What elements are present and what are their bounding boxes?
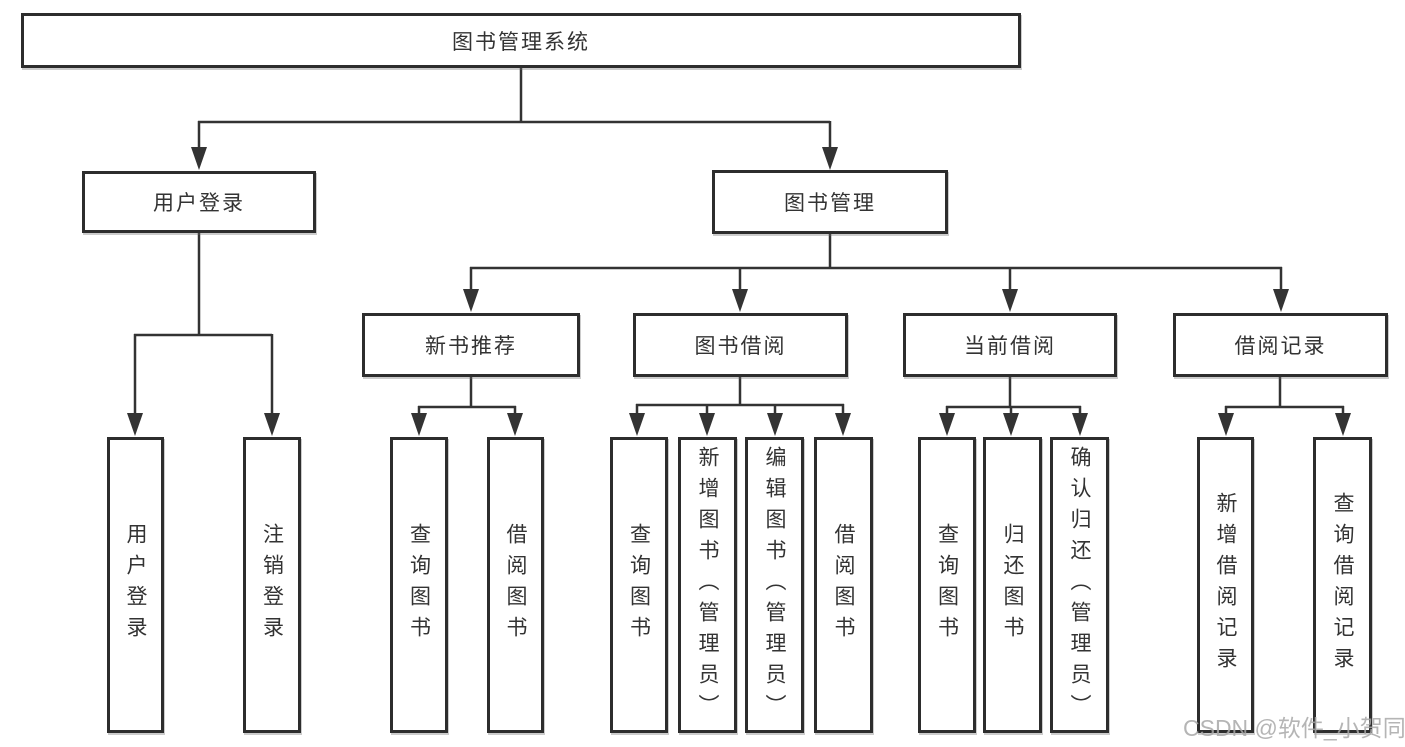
node-label: 图书借阅 — [694, 335, 787, 358]
arrow-to-leaf-query-borrow-record — [1335, 413, 1351, 436]
arrow-to-leaf-query-books-c — [939, 413, 955, 436]
arrow-to-leaf-confirm-return — [1072, 413, 1088, 436]
node-label: 归还图书 — [1001, 523, 1024, 647]
node-label: 当前借阅 — [964, 335, 1056, 358]
node-label: 注销登录 — [260, 523, 284, 647]
arrow-to-leaf-borrow-books-b — [835, 413, 851, 436]
node-label: 确认归还（管理员） — [1068, 445, 1091, 725]
arrow-to-leaf-query-books-a — [411, 413, 427, 436]
arrow-to-leaf-add-borrow-record — [1218, 413, 1234, 436]
node-label: 图书管理系统 — [452, 30, 590, 54]
leaf-add-books-admin: 新增图书（管理员） — [678, 437, 737, 733]
node-current-borrow: 当前借阅 — [903, 313, 1117, 377]
arrow-to-leaf-return-books — [1003, 413, 1019, 436]
leaf-add-borrow-record: 新增借阅记录 — [1197, 437, 1254, 733]
node-label: 查询图书 — [627, 523, 651, 647]
connector-new-book-recommend-to-children — [417, 377, 517, 414]
arrow-to-leaf-user-login — [127, 413, 143, 436]
connector-book-management-to-level3 — [469, 234, 1283, 291]
node-label: 图书管理 — [784, 192, 876, 215]
node-label: 查询借阅记录 — [1331, 492, 1354, 678]
node-label: 借阅记录 — [1234, 335, 1327, 358]
node-label: 用户登录 — [153, 192, 245, 215]
node-book-management: 图书管理 — [712, 170, 948, 234]
node-label: 新增借阅记录 — [1214, 492, 1237, 678]
arrow-to-new-book-recommend — [463, 289, 479, 312]
arrow-to-borrow-records — [1273, 289, 1289, 312]
arrow-to-leaf-borrow-books-a — [507, 413, 523, 436]
connector-user-login-to-children — [133, 233, 274, 414]
node-user-login: 用户登录 — [82, 171, 316, 233]
node-label: 新书推荐 — [425, 335, 517, 358]
leaf-return-books: 归还图书 — [983, 437, 1042, 733]
leaf-query-books-borrow: 查询图书 — [610, 437, 668, 733]
connector-borrow-records-to-children — [1224, 377, 1345, 414]
connector-current-borrow-to-children — [945, 377, 1082, 414]
node-label: 借阅图书 — [504, 523, 527, 647]
arrow-to-book-management — [822, 147, 838, 170]
arrow-to-leaf-edit-books — [767, 413, 783, 436]
node-label: 借阅图书 — [832, 523, 855, 647]
node-label: 新增图书（管理员） — [696, 445, 719, 725]
leaf-edit-books-admin: 编辑图书（管理员） — [745, 437, 804, 733]
connector-book-borrow-to-children — [635, 377, 845, 414]
node-label: 查询图书 — [935, 523, 959, 647]
arrow-to-user-login — [191, 147, 207, 170]
leaf-query-books-current: 查询图书 — [918, 437, 976, 733]
arrow-to-book-borrow — [732, 289, 748, 312]
leaf-query-books-recommend: 查询图书 — [390, 437, 448, 733]
node-library-management-system: 图书管理系统 — [21, 13, 1021, 68]
leaf-user-login: 用户登录 — [107, 437, 164, 733]
node-label: 用户登录 — [124, 523, 147, 647]
node-book-borrow: 图书借阅 — [633, 313, 848, 377]
arrow-to-leaf-query-books-b — [629, 413, 645, 436]
node-borrow-records: 借阅记录 — [1173, 313, 1388, 377]
leaf-logout: 注销登录 — [243, 437, 301, 733]
arrow-to-current-borrow — [1002, 289, 1018, 312]
node-label: 编辑图书（管理员） — [763, 445, 786, 725]
node-label: 查询图书 — [407, 523, 431, 647]
leaf-query-borrow-record: 查询借阅记录 — [1313, 437, 1372, 733]
leaf-borrow-books: 借阅图书 — [814, 437, 873, 733]
arrow-to-leaf-add-books — [699, 413, 715, 436]
arrowheads — [127, 147, 1351, 436]
connector-root-to-level2 — [197, 68, 832, 149]
leaf-borrow-books-recommend: 借阅图书 — [487, 437, 544, 733]
csdn-watermark: CSDN @软件_小贺同学 — [1183, 715, 1405, 741]
arrow-to-leaf-logout — [264, 413, 280, 436]
leaf-confirm-return-admin: 确认归还（管理员） — [1050, 437, 1109, 733]
node-new-book-recommend: 新书推荐 — [362, 313, 580, 377]
